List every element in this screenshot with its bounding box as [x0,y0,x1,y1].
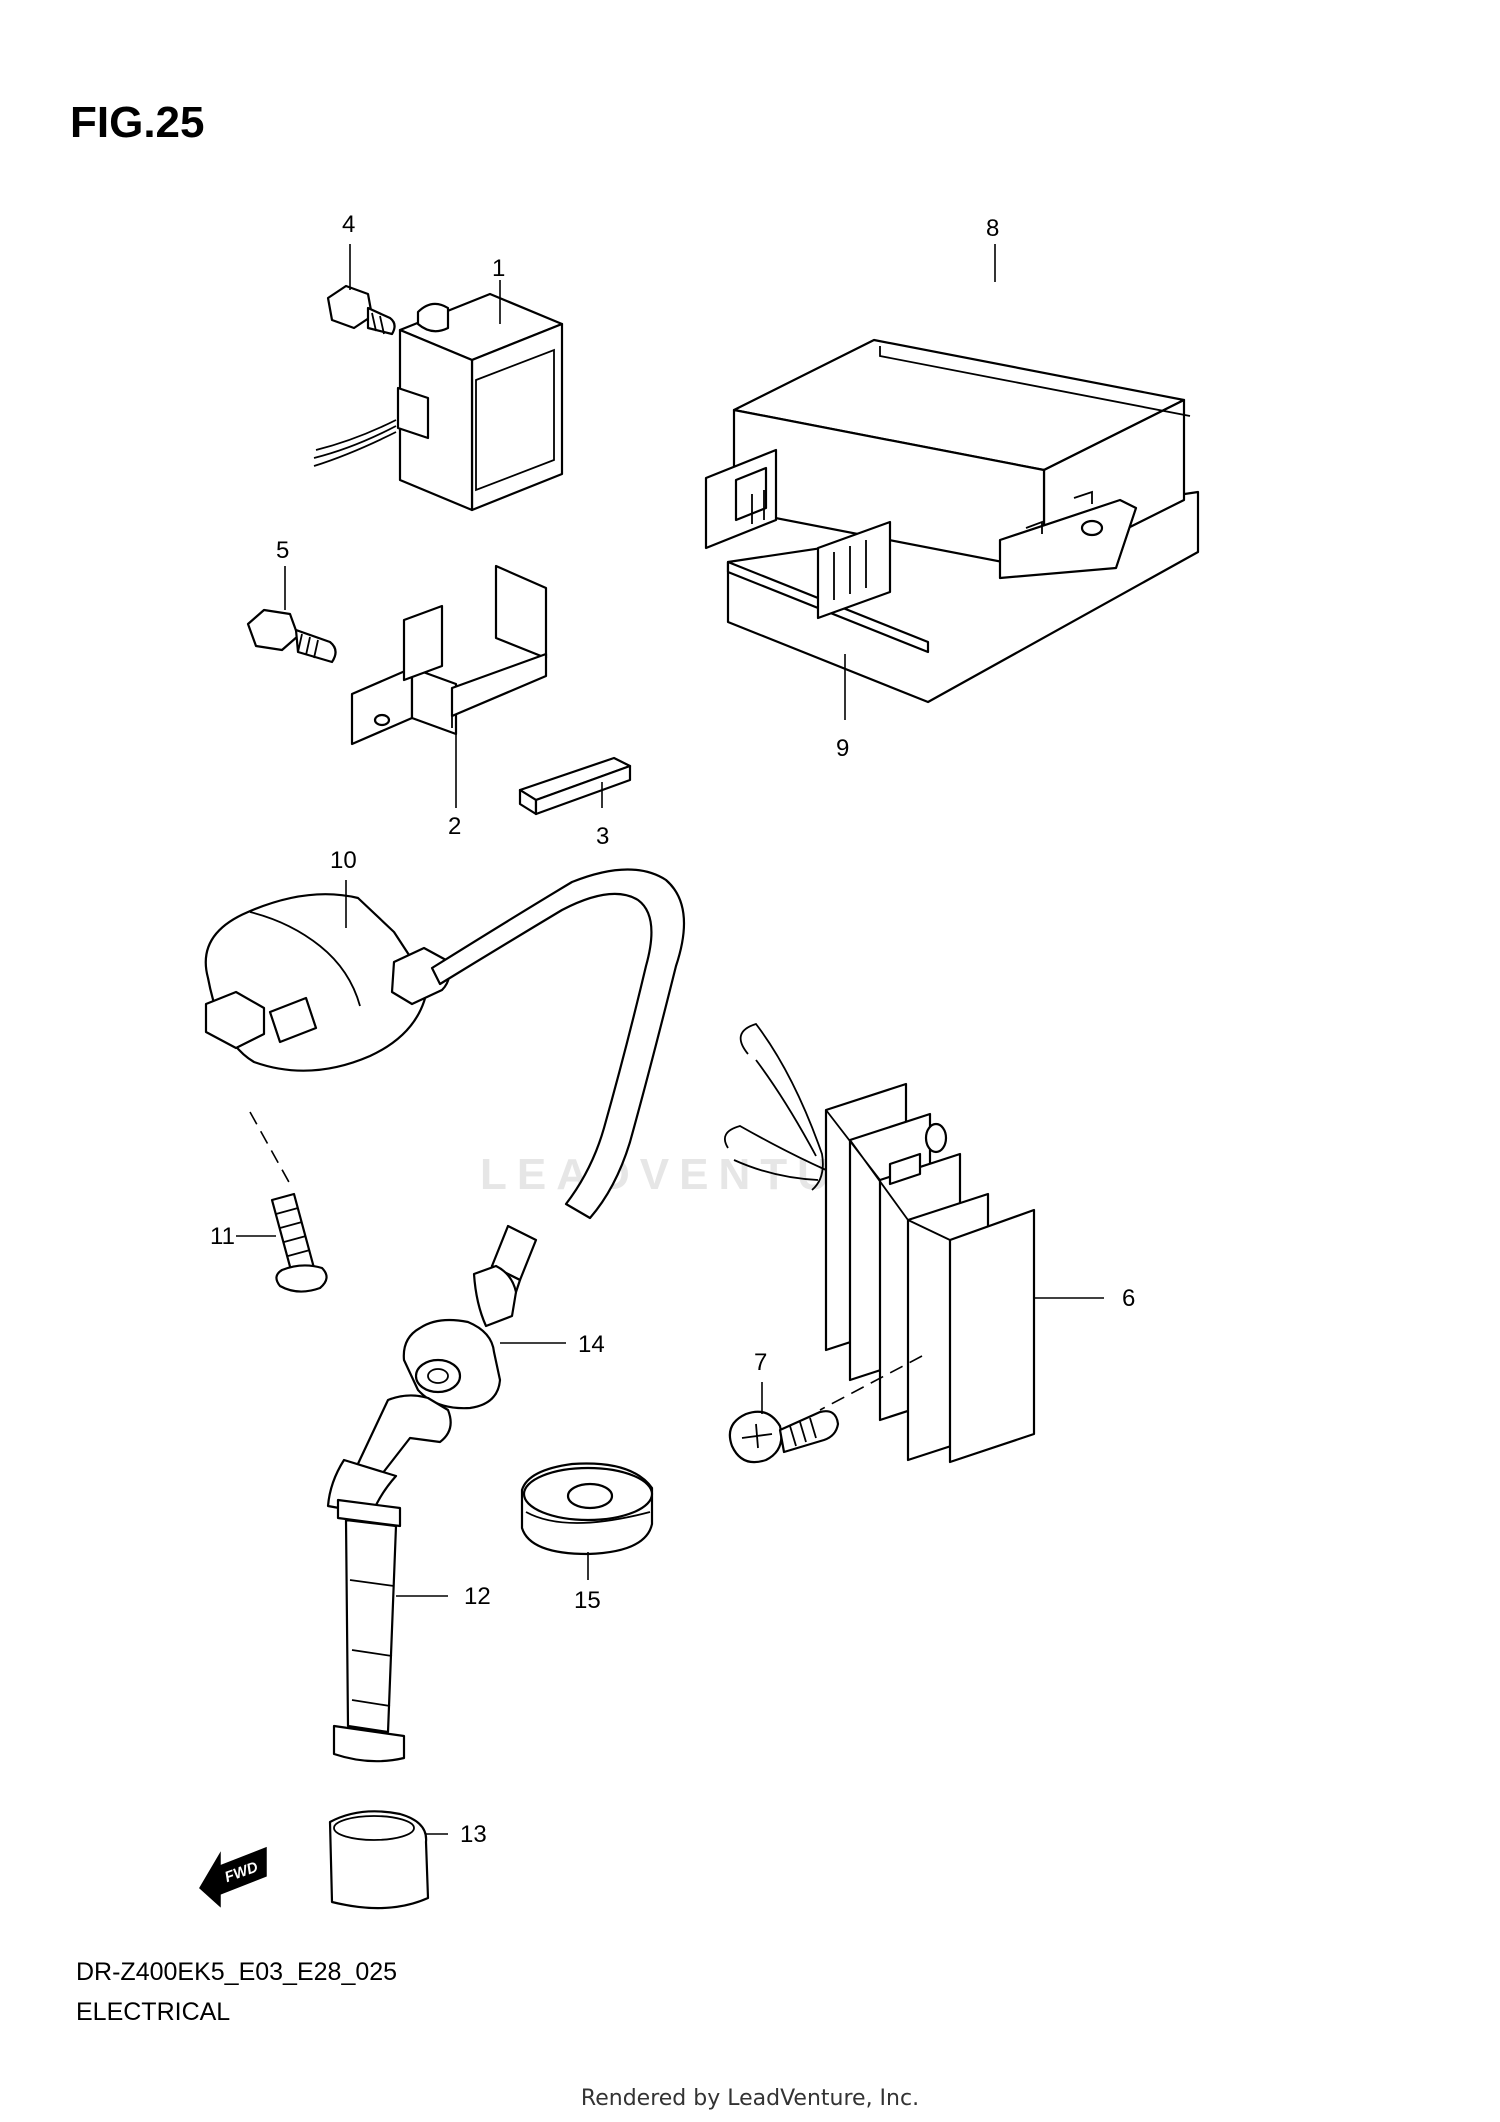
figure-title: FIG.25 [70,98,205,147]
callout-14: 14 [578,1331,605,1358]
callout-5: 5 [276,537,289,564]
part-13-cap [328,1810,430,1910]
callout-6: 6 [1122,1285,1135,1312]
render-credit: Rendered by LeadVenture, Inc. [580,2086,920,2111]
part-5-bolt [246,608,337,664]
part-7-screw [728,1410,840,1464]
callout-1: 1 [492,255,505,282]
callout-10: 10 [330,847,357,874]
callout-3: 3 [596,823,609,850]
callout-9: 9 [836,735,849,762]
part-15-grommet [520,1462,654,1556]
part-1-relay [313,292,564,512]
part-8-ecu [704,338,1191,620]
callout-11: 11 [210,1223,235,1250]
callout-13: 13 [460,1821,487,1848]
callout-4: 4 [342,211,355,238]
callout-12: 12 [464,1583,491,1610]
part-11-screw [270,1192,328,1293]
part-6-regulator [724,1022,1036,1464]
leader-dashed-10-11 [249,1111,291,1185]
callout-2: 2 [448,813,461,840]
part-2-bracket [350,564,548,746]
part-3-strip [518,756,632,816]
part-10-ignition-coil [204,868,686,1301]
part-4-bolt [326,284,396,336]
part-12-plug-cap [326,1394,452,1763]
callout-8: 8 [986,215,999,242]
model-code: DR-Z400EK5_E03_E28_025 [76,1958,398,1986]
fwd-badge: FWD [199,1846,267,1908]
leader-dashed-6-7 [819,1355,923,1411]
part-14-boot [402,1264,518,1410]
section-name: ELECTRICAL [76,1998,231,2026]
callout-15: 15 [574,1587,601,1614]
callout-7: 7 [754,1349,767,1376]
